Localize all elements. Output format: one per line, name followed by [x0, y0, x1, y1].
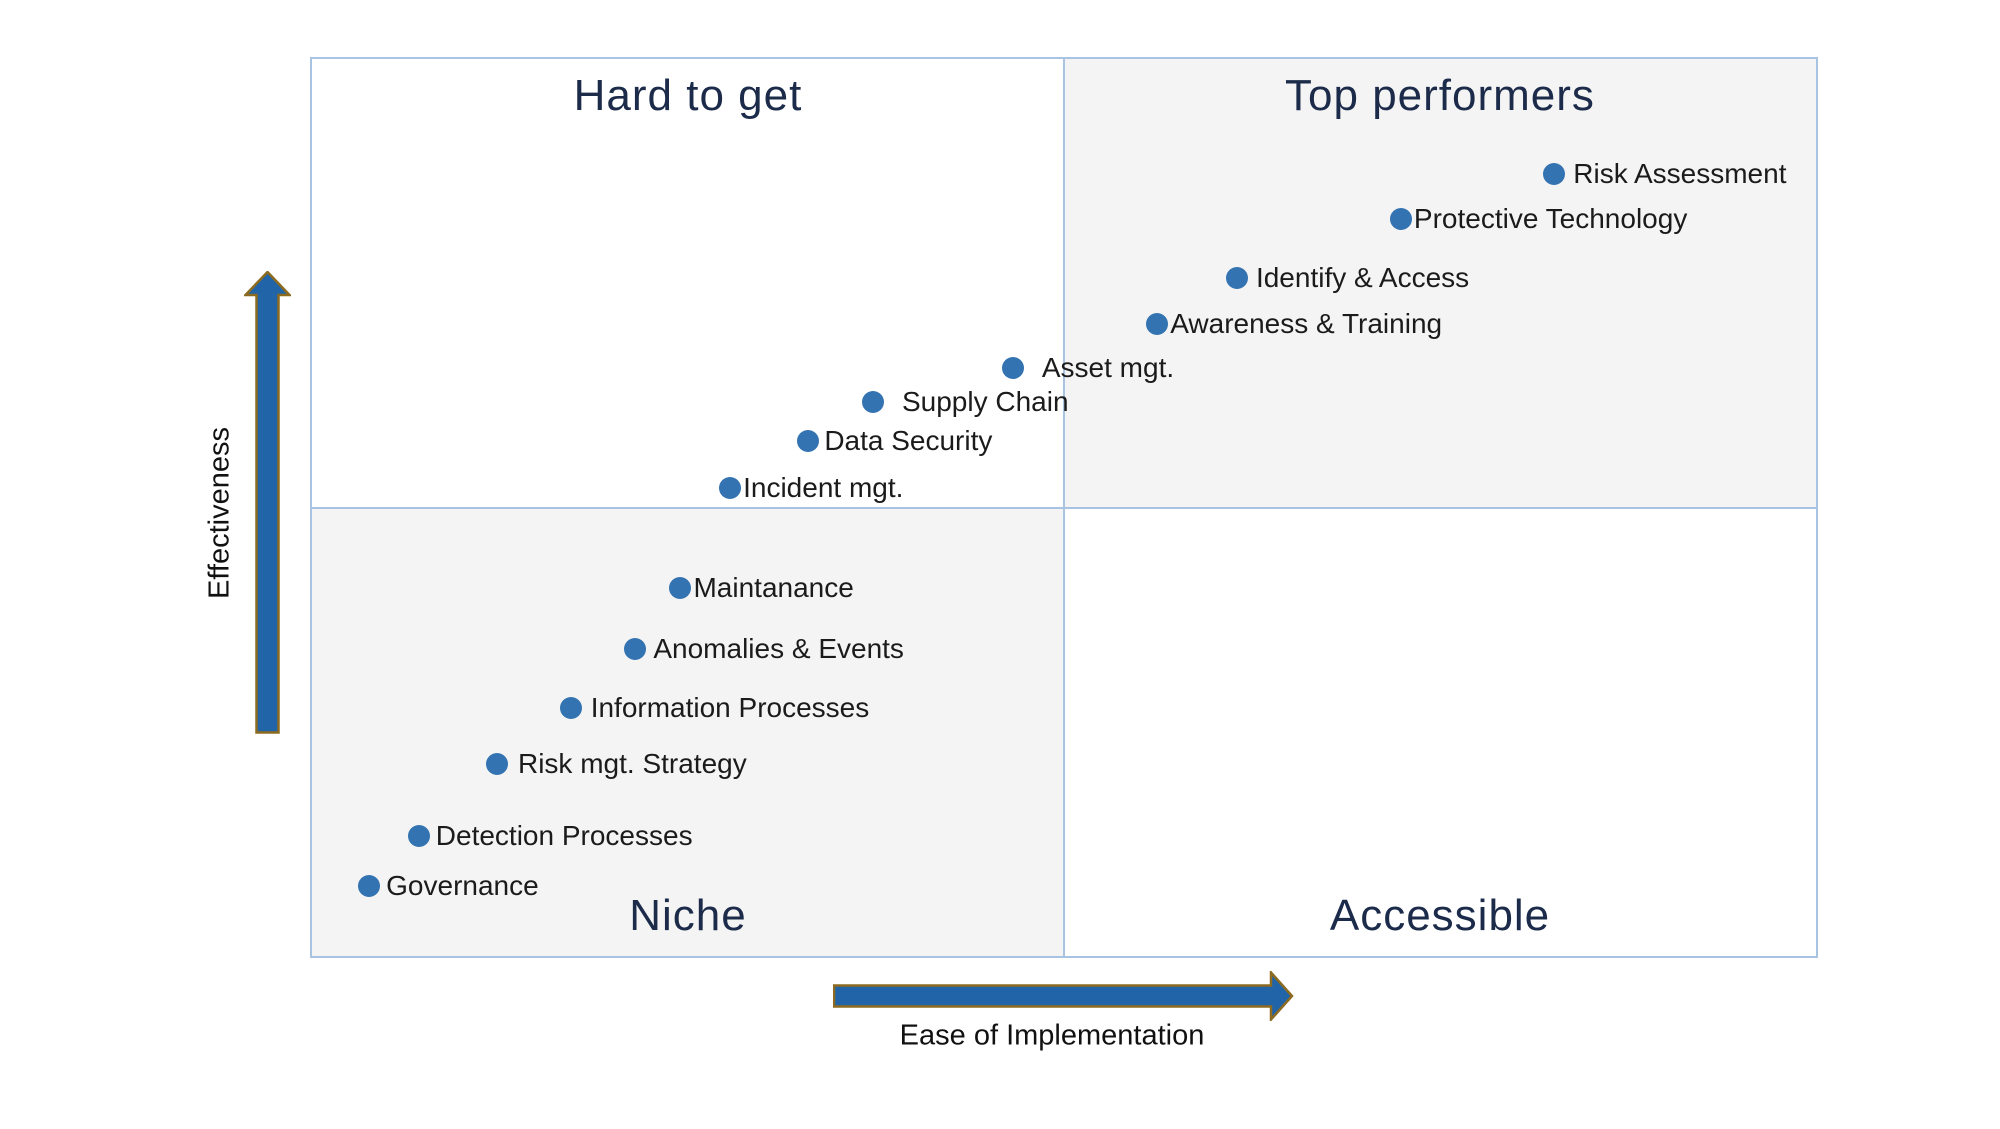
data-point: Data Security	[797, 425, 993, 457]
quadrant-title-hard-to-get: Hard to get	[573, 71, 803, 120]
point-label: Identify & Access	[1255, 261, 1470, 293]
quadrant-accessible: Accessible	[1064, 507, 1816, 956]
data-point: Governance	[358, 870, 539, 902]
point-label: Data Security	[824, 425, 993, 457]
data-point: Identify & Access	[1225, 261, 1470, 293]
point-dot-icon	[358, 875, 381, 898]
point-dot-icon	[407, 824, 430, 847]
data-point: Protective Technology	[1389, 202, 1688, 234]
data-point: Awareness & Training	[1146, 307, 1443, 339]
quadrant-title-niche: Niche	[629, 891, 747, 941]
y-axis-label: Effectiveness	[203, 427, 236, 599]
quadrant-chart: Hard to get Top performers Niche Accessi…	[310, 57, 1818, 958]
point-label: Supply Chain	[901, 385, 1069, 417]
point-label: Detection Processes	[435, 819, 693, 851]
data-point: Information Processes	[559, 691, 870, 723]
point-label: Risk Assessment	[1573, 157, 1787, 189]
y-axis-arrow-icon	[244, 271, 291, 734]
data-point: Risk Assessment	[1543, 157, 1787, 189]
point-dot-icon	[1389, 207, 1412, 230]
point-label: Anomalies & Events	[653, 633, 904, 665]
point-dot-icon	[624, 638, 647, 661]
data-point: Supply Chain	[861, 385, 1069, 417]
point-label: Incident mgt.	[743, 471, 904, 503]
point-label: Awareness & Training	[1170, 307, 1443, 339]
point-label: Maintanance	[693, 572, 854, 604]
x-axis-arrow-icon	[833, 971, 1294, 1021]
point-dot-icon	[1146, 312, 1169, 335]
point-dot-icon	[559, 696, 582, 719]
point-label: Risk mgt. Strategy	[517, 748, 747, 780]
data-point: Anomalies & Events	[624, 633, 904, 665]
quadrant-hard-to-get: Hard to get	[312, 59, 1064, 508]
quadrant-horizontal-divider	[312, 506, 1816, 509]
point-dot-icon	[797, 430, 820, 453]
x-axis-label: Ease of Implementation	[899, 1019, 1205, 1052]
data-point: Detection Processes	[407, 819, 693, 851]
point-label: Information Processes	[590, 691, 870, 723]
quadrant-title-accessible: Accessible	[1329, 891, 1551, 941]
quadrant-top-performers: Top performers	[1064, 59, 1816, 508]
point-dot-icon	[485, 753, 508, 776]
point-dot-icon	[1543, 162, 1566, 185]
point-dot-icon	[719, 476, 742, 499]
point-dot-icon	[669, 577, 692, 600]
data-point: Asset mgt.	[1001, 352, 1175, 384]
point-label: Asset mgt.	[1041, 352, 1175, 384]
point-dot-icon	[861, 390, 884, 413]
point-dot-icon	[1001, 357, 1024, 380]
point-label: Protective Technology	[1413, 202, 1688, 234]
point-dot-icon	[1225, 266, 1248, 289]
quadrant-title-top-performers: Top performers	[1285, 71, 1595, 120]
data-point: Risk mgt. Strategy	[485, 748, 747, 780]
data-point: Incident mgt.	[719, 471, 904, 503]
point-label: Governance	[386, 870, 539, 902]
data-point: Maintanance	[669, 572, 854, 604]
